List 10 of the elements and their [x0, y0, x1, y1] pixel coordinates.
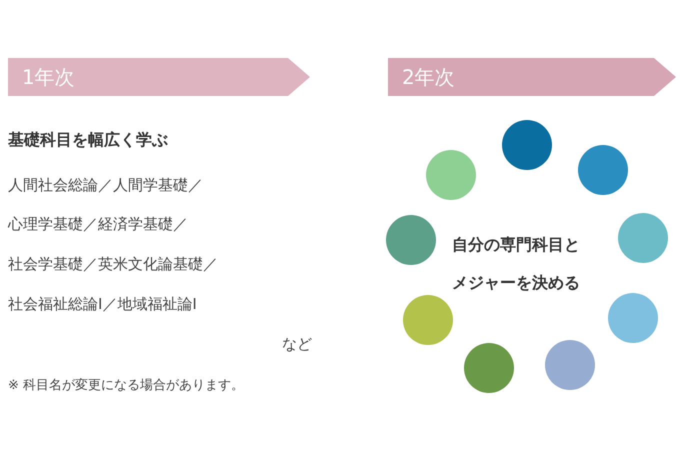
banner-title: 2年次	[402, 64, 455, 90]
note-text: など	[282, 334, 312, 354]
footnote: ※ 科目名が変更になる場合があります。	[8, 377, 244, 395]
course-list-line: 心理学基礎／経済学基礎／	[8, 214, 188, 234]
banner-title: 1年次	[22, 64, 75, 90]
course-list-line: 人間社会総論／人間学基礎／	[8, 175, 203, 195]
center-text: 自分の専門科目とメジャーを決める	[452, 234, 581, 294]
subheading: 基礎科目を幅広く学ぶ	[8, 130, 168, 150]
course-list-line: 社会福祉総論Ⅰ／地域福祉論Ⅰ	[8, 294, 197, 314]
course-list-line: 社会学基礎／英米文化論基礎／	[8, 254, 218, 274]
